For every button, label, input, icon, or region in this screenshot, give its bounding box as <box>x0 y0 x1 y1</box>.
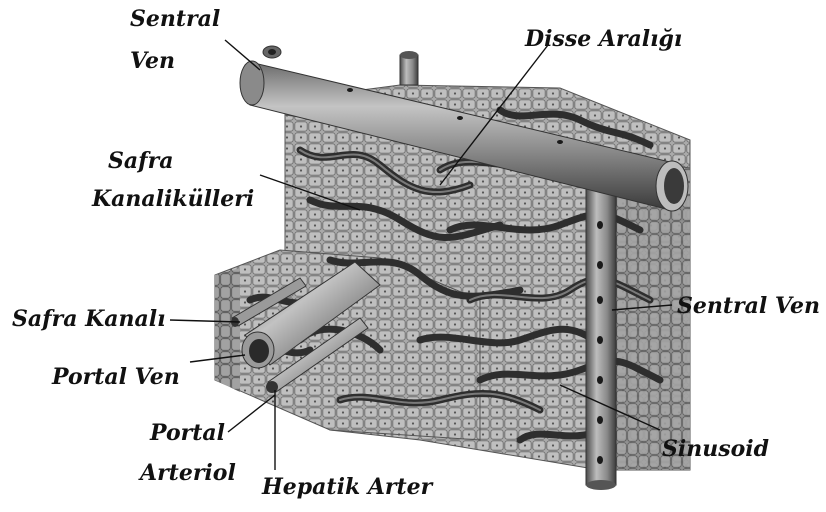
label-safra-kanali: Safra Kanalı <box>12 306 165 332</box>
sentral-ven-vertical <box>586 180 616 490</box>
label-hepatik-arter: Hepatik Arter <box>261 474 434 500</box>
label-sentral-ven-right: Sentral Ven <box>677 293 820 319</box>
label-sinusoid: Sinusoid <box>662 436 769 462</box>
label-sentral-ven-top-1: Sentral <box>130 6 220 32</box>
label-sentral-ven-top-2: Ven <box>130 48 175 74</box>
label-portal-arteriol-2: Arteriol <box>138 460 236 486</box>
label-safra-kanalikulleri-2: Kanalikülleri <box>91 186 254 212</box>
leader-sentral-ven-top <box>225 40 260 70</box>
label-portal-ven: Portal Ven <box>51 364 180 390</box>
leader-portal-arteriol <box>228 395 275 432</box>
label-portal-arteriol-1: Portal <box>149 420 225 446</box>
label-disse-araligi: Disse Aralığı <box>524 26 682 52</box>
label-safra-kanalikulleri-1: Safra <box>108 148 173 174</box>
tissue-right-side <box>610 168 690 470</box>
tissue-step-left-face <box>215 268 240 392</box>
